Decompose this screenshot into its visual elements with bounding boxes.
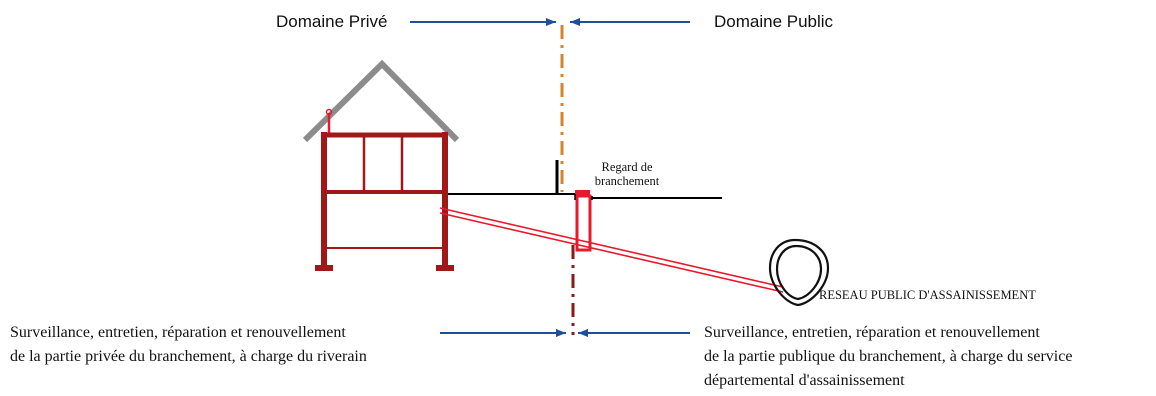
house-vent-cap bbox=[325, 108, 333, 116]
pipe-edge-top bbox=[439, 207, 784, 288]
public-sewer bbox=[768, 238, 830, 307]
regard-label: Regard de branchement bbox=[592, 160, 662, 188]
reseau-label: RESEAU PUBLIC D'ASSAINISSEMENT bbox=[819, 288, 1036, 302]
regard-label-line2: branchement bbox=[594, 174, 660, 188]
pipe-edge-bottom bbox=[439, 212, 784, 293]
sewer-outer bbox=[768, 238, 830, 307]
house-foot-right bbox=[436, 265, 454, 271]
public-description: Surveillance, entretien, réparation et r… bbox=[704, 321, 1072, 393]
regard-label-line1: Regard de bbox=[601, 160, 653, 174]
private-description: Surveillance, entretien, réparation et r… bbox=[10, 321, 367, 369]
house-foot-left bbox=[315, 265, 333, 271]
public-description-line1: Surveillance, entretien, réparation et r… bbox=[704, 324, 1040, 341]
sewer-inner bbox=[775, 244, 823, 301]
private-description-line1: Surveillance, entretien, réparation et r… bbox=[10, 324, 346, 341]
public-description-line3: départemental d'assainissement bbox=[704, 372, 905, 389]
chamber-lid bbox=[575, 190, 590, 195]
private-description-line2: de la partie privée du branchement, à ch… bbox=[10, 348, 367, 365]
ground-line bbox=[448, 160, 722, 199]
house bbox=[302, 59, 460, 271]
branch-pipe bbox=[439, 207, 784, 293]
inspection-chamber bbox=[574, 190, 593, 252]
domain-private-label: Domaine Privé bbox=[276, 12, 388, 31]
domain-public-label: Domaine Public bbox=[714, 12, 834, 31]
chamber-shaft bbox=[575, 194, 592, 252]
public-description-line2: de la partie publique du branchement, à … bbox=[704, 348, 1073, 365]
